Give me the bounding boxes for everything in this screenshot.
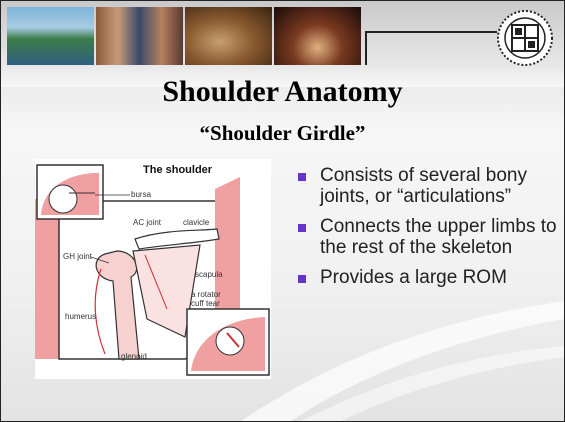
students-walking-photo (96, 7, 183, 65)
bullet-item: Connects the upper limbs to the rest of … (298, 216, 560, 258)
header-connector-line (365, 31, 497, 33)
student-reading-photo (185, 7, 272, 65)
campus-aerial-photo (7, 7, 94, 65)
header-photo-strip (7, 7, 361, 65)
shoulder-anatomy-figure: The shoulder bursa AC joint clavicle GH … (35, 159, 271, 379)
label-bursa: bursa (131, 190, 152, 199)
label-rotator-cuff-1: a rotator (191, 290, 221, 299)
bullet-text: Provides a large ROM (320, 267, 507, 288)
square-bullet-icon (298, 173, 306, 181)
square-bullet-icon (298, 275, 306, 283)
slide-title: Shoulder Anatomy (1, 75, 564, 109)
label-ac-joint: AC joint (133, 218, 162, 227)
slide-subtitle: “Shoulder Girdle” (1, 121, 564, 146)
bullet-text: Connects the upper limbs to the rest of … (320, 216, 557, 258)
bullet-text: Consists of several bony joints, or “art… (320, 165, 527, 207)
label-clavicle: clavicle (183, 218, 210, 227)
bullet-item: Provides a large ROM (298, 267, 560, 288)
figure-heading: The shoulder (143, 164, 213, 176)
university-seal-logo (495, 9, 555, 67)
label-scapula: scapula (195, 270, 223, 279)
label-rotator-cuff-2: cuff tear (191, 299, 220, 308)
bullet-list: Consists of several bony joints, or “art… (298, 165, 560, 297)
label-glenoid: glenoid (121, 352, 147, 361)
label-gh-joint: GH joint (63, 252, 93, 261)
graduates-photo (274, 7, 361, 65)
square-bullet-icon (298, 224, 306, 232)
label-humerus: humerus (65, 312, 96, 321)
bullet-item: Consists of several bony joints, or “art… (298, 165, 560, 207)
header-connector-line-vertical (365, 31, 367, 65)
